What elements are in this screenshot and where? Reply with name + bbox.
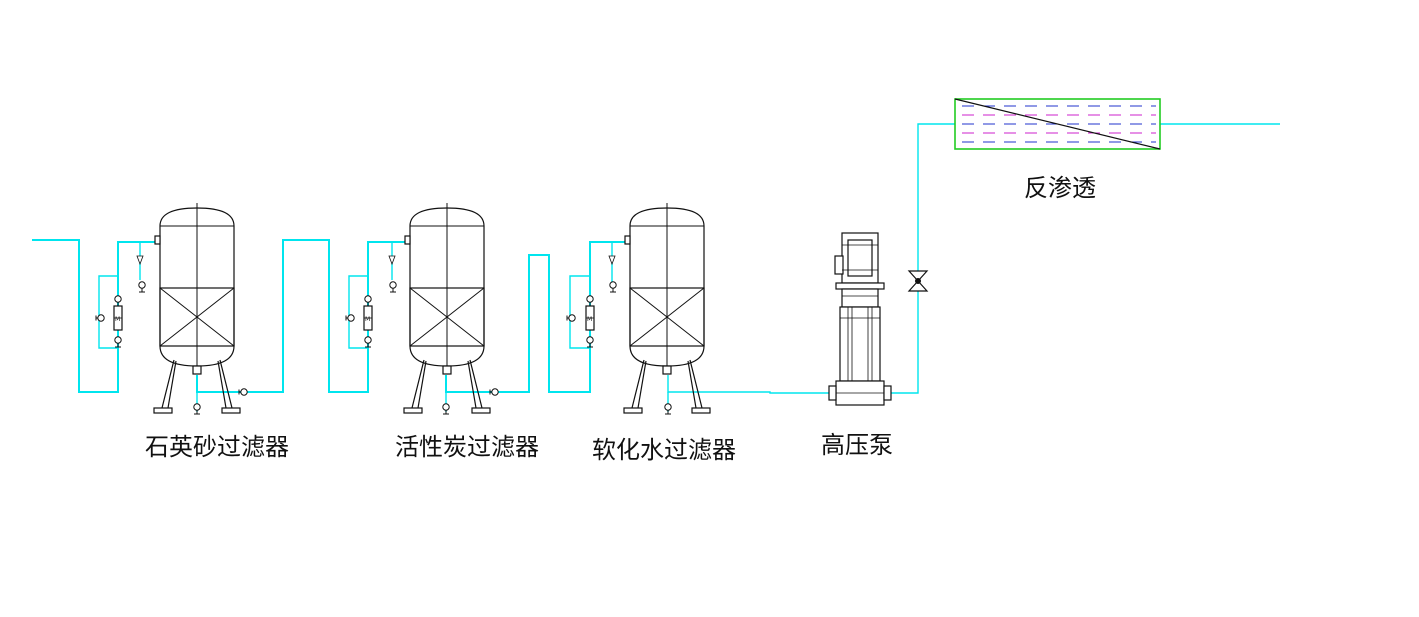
softener-filter-vessel [623, 202, 711, 414]
label-reverse-osmosis: 反渗透 [1024, 174, 1096, 202]
valves [95, 255, 672, 415]
label-quartz-sand-filter: 石英砂过滤器 [145, 433, 289, 461]
label-high-pressure-pump: 高压泵 [821, 431, 893, 459]
label-activated-carbon-filter: 活性炭过滤器 [395, 433, 539, 461]
membrane-icon [954, 98, 1161, 150]
label-softener-filter: 软化水过滤器 [592, 436, 736, 464]
multistage-pump-icon [828, 232, 892, 406]
butterfly-valve-icon [907, 270, 929, 292]
